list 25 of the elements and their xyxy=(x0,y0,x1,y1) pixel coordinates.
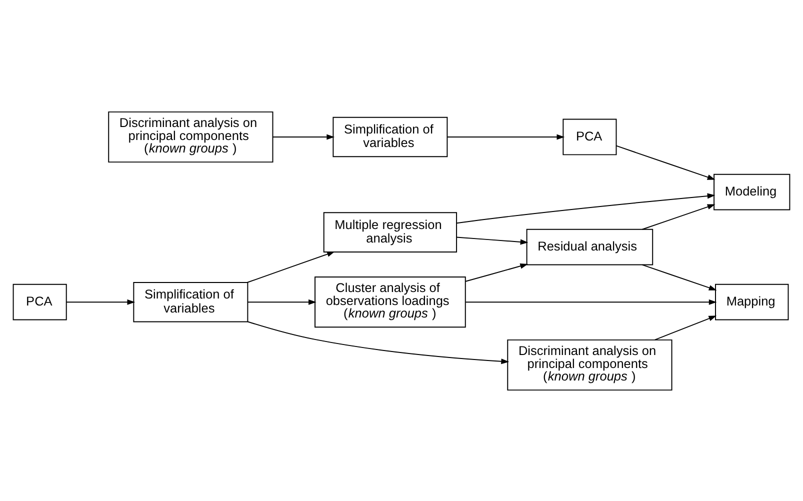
arrow xyxy=(465,298,717,304)
arrow xyxy=(446,134,565,140)
node-box: Residual analysis xyxy=(526,228,654,265)
arrow xyxy=(247,251,335,282)
node-box: Cluster analysis of observations loadings (known groups) xyxy=(314,276,466,328)
node-box: Modeling xyxy=(714,173,790,210)
node-box: Multiple regression analysis xyxy=(323,212,458,252)
arrow xyxy=(642,264,717,290)
arrow xyxy=(247,320,510,364)
node-box: PCA xyxy=(12,283,67,320)
node-box: Simplification of variables xyxy=(332,116,448,157)
arrow xyxy=(272,134,335,140)
arrow xyxy=(616,144,716,180)
node-box: Simplification of variables xyxy=(133,281,248,322)
arrow xyxy=(456,236,528,244)
arrow xyxy=(247,298,316,304)
node-box: Discriminant analysis on principal components (known groups) xyxy=(507,338,672,390)
node-box: Discriminant analysis on principal components (known groups) xyxy=(108,110,274,162)
arrow xyxy=(66,298,136,304)
node-box: PCA xyxy=(562,118,617,155)
arrow xyxy=(456,192,716,224)
arrow xyxy=(642,204,716,230)
arrow xyxy=(465,262,528,282)
node-box: Mapping xyxy=(715,283,789,320)
arrow xyxy=(654,315,717,340)
